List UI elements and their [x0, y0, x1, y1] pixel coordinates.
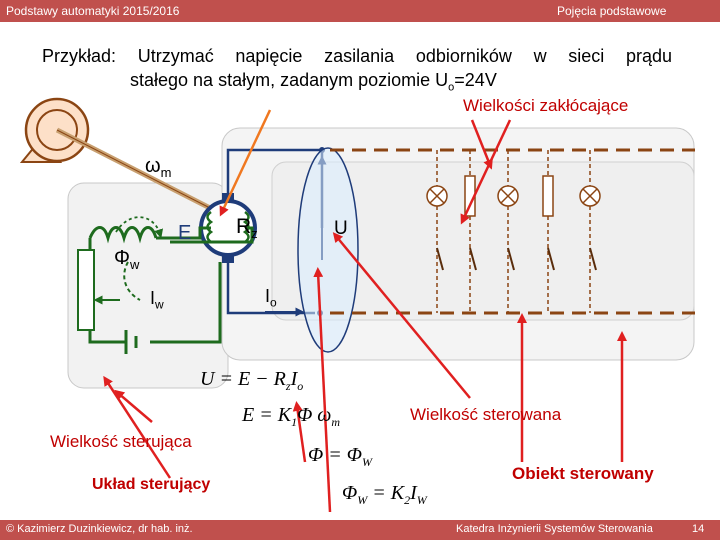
header-bar: Podstawy automatyki 2015/2016 Pojęcia po…: [0, 0, 720, 22]
title-line-2-text: stałego na stałym, zadanym poziomie U: [130, 70, 449, 90]
loads: [426, 150, 601, 313]
omega-symbol: ω: [145, 155, 161, 177]
equation-voltage: U = E − RzIo: [200, 368, 304, 393]
load-current-subscript: o: [270, 295, 277, 310]
eq4-constant: K: [390, 482, 405, 504]
eq2-lhs: E: [242, 404, 255, 426]
rheostat: [77, 249, 95, 331]
resistance-label: Rz: [236, 215, 258, 241]
eq1-emf: E: [237, 368, 251, 390]
eq1-current-sub: o: [297, 379, 304, 393]
equation-excitation: ΦW = K2IW: [342, 482, 427, 507]
controller-label: Układ sterujący: [92, 476, 211, 493]
controlled-variable-label: Wielkość sterowana: [410, 405, 562, 424]
disturbances-label: Wielkości zakłócające: [463, 96, 629, 115]
eq4-current: I: [410, 482, 417, 504]
excitation-current-label: Iw: [150, 288, 164, 312]
department: Katedra Inżynierii Systemów Sterowania: [456, 523, 653, 535]
eq4-current-sub: W: [416, 493, 427, 507]
eq1-resistance-sub: z: [285, 379, 291, 393]
flux-symbol: Φ: [114, 247, 130, 269]
section-title: Pojęcia podstawowe: [557, 4, 667, 18]
pointer-arrows: [103, 119, 627, 513]
eq1-lhs: U: [200, 368, 215, 390]
eq2-flux: Φ: [297, 404, 313, 426]
page-number: 14: [692, 523, 705, 535]
drive-turbine: [19, 97, 212, 211]
course-title: Podstawy automatyki 2015/2016: [6, 4, 180, 18]
omega-label: ωm: [145, 155, 171, 180]
flux-subscript: w: [129, 257, 140, 272]
plant-label: Obiekt sterowany: [512, 464, 654, 483]
eq3-rhs: Φ: [346, 444, 362, 466]
footer-bar: © Kazimierz Duzinkiewicz, dr hab. inż. K…: [0, 520, 720, 540]
generator-pointer: [219, 109, 272, 217]
eq2-constant: K: [277, 404, 292, 426]
excitation-current-subscript: w: [155, 297, 164, 312]
equation-flux: Φ = ΦW: [308, 444, 372, 469]
flux-label: Φw: [114, 247, 139, 272]
eq3-rhs-sub: W: [361, 455, 372, 469]
eq4-lhs: Φ: [342, 482, 358, 504]
emf-label: E: [178, 222, 192, 244]
flux-arrow-path: [123, 261, 141, 301]
eq4-constant-sub: 2: [404, 493, 411, 507]
eq1-current: I: [290, 368, 298, 390]
eq2-omega-sub: m: [331, 415, 341, 429]
eq1-resistance: R: [273, 368, 286, 390]
measurement-ellipse: [297, 147, 359, 353]
author: © Kazimierz Duzinkiewicz, dr hab. inż.: [6, 523, 193, 535]
omega-subscript: m: [160, 165, 172, 180]
resistance-symbol: R: [236, 215, 252, 238]
equation-emf: E = K1Φ ωm: [242, 404, 341, 429]
title-line-1: Przykład: Utrzymać napięcie zasilania od…: [42, 46, 672, 66]
eq2-constant-sub: 1: [291, 415, 298, 429]
resistance-subscript: z: [251, 226, 258, 242]
slide-title: Przykład: Utrzymać napięcie zasilania od…: [42, 44, 672, 100]
load-current-label: Io: [265, 286, 277, 310]
voltage-label: U: [334, 218, 348, 239]
load-switches: [436, 247, 597, 271]
excitation-current-symbol: I: [150, 288, 156, 308]
load-current-symbol: I: [265, 286, 271, 306]
title-voltage-value: =24V: [454, 70, 497, 90]
eq2-omega: ω: [317, 404, 332, 426]
title-line-2: stałego na stałym, zadanym poziomie Uo=2…: [42, 68, 672, 100]
eq4-lhs-sub: W: [357, 493, 368, 507]
control-variable-label: Wielkość sterująca: [50, 432, 192, 451]
flux-curve: [115, 216, 164, 239]
eq3-lhs: Φ: [308, 444, 324, 466]
title-subscript: o: [448, 81, 455, 94]
